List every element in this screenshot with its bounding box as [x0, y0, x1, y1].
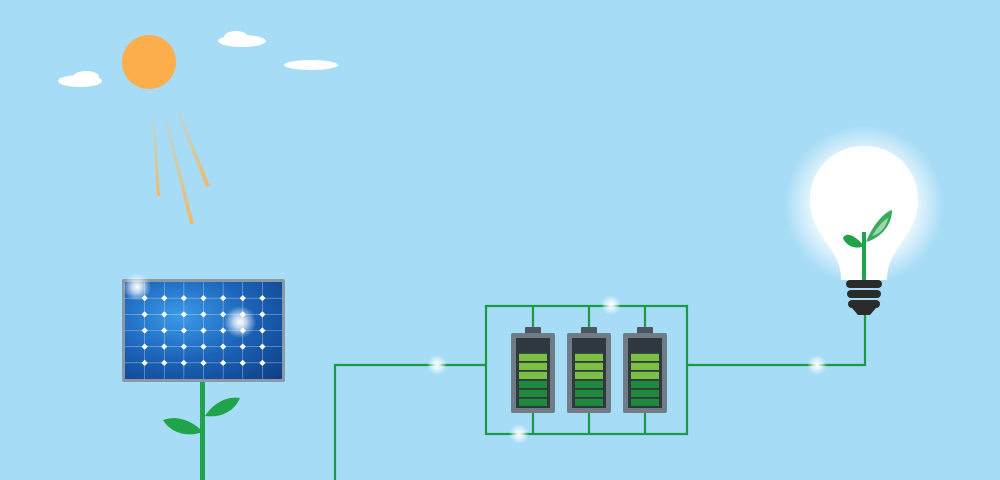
battery-terminal: [525, 327, 541, 334]
cloud-icon: [284, 60, 338, 70]
battery-icon: [567, 327, 611, 413]
battery-charge-bar: [519, 398, 547, 406]
battery-charge-bar: [575, 389, 603, 397]
panel-cell-corner: [259, 343, 266, 350]
battery-charge-bar: [631, 371, 659, 379]
battery-charge-bar: [519, 389, 547, 397]
battery-charge-bar: [519, 353, 547, 361]
battery-charge-bar: [631, 380, 659, 388]
battery-charge-bar: [631, 389, 659, 397]
battery-charge-bar: [631, 362, 659, 370]
battery-charge-bar: [575, 371, 603, 379]
battery-terminal: [581, 327, 597, 334]
sun-icon: [122, 35, 176, 89]
battery-charge-bar: [575, 398, 603, 406]
battery-charge-bar: [575, 362, 603, 370]
panel-cell-corner: [259, 295, 266, 302]
bulb-sprout-icon: [843, 210, 892, 282]
panel-cell-corner: [259, 359, 266, 366]
battery-charge-bar: [519, 380, 547, 388]
battery-charge-bar: [575, 380, 603, 388]
battery-charge-bar: [519, 371, 547, 379]
sun-rays: [152, 112, 210, 224]
plant-sprout-icon: [163, 382, 240, 480]
battery-icon: [623, 327, 667, 413]
cloud-icon: [58, 71, 102, 87]
solar-panel-icon: [122, 273, 285, 382]
battery-charge-bar: [631, 353, 659, 361]
bulb-base: [846, 280, 882, 315]
panel-cell-corner: [259, 327, 266, 334]
battery-charge-bar: [631, 398, 659, 406]
panel-cell-corner: [259, 311, 266, 318]
battery-charge-bar: [519, 362, 547, 370]
wire-spark-icon: [427, 295, 827, 444]
cloud-icon: [218, 31, 266, 47]
battery-bank: [511, 327, 667, 413]
battery-icon: [511, 327, 555, 413]
glare-spark: [224, 306, 256, 338]
glare-spark: [123, 273, 151, 301]
battery-charge-bar: [575, 353, 603, 361]
light-bulb-icon: [784, 125, 944, 315]
battery-terminal: [637, 327, 653, 334]
